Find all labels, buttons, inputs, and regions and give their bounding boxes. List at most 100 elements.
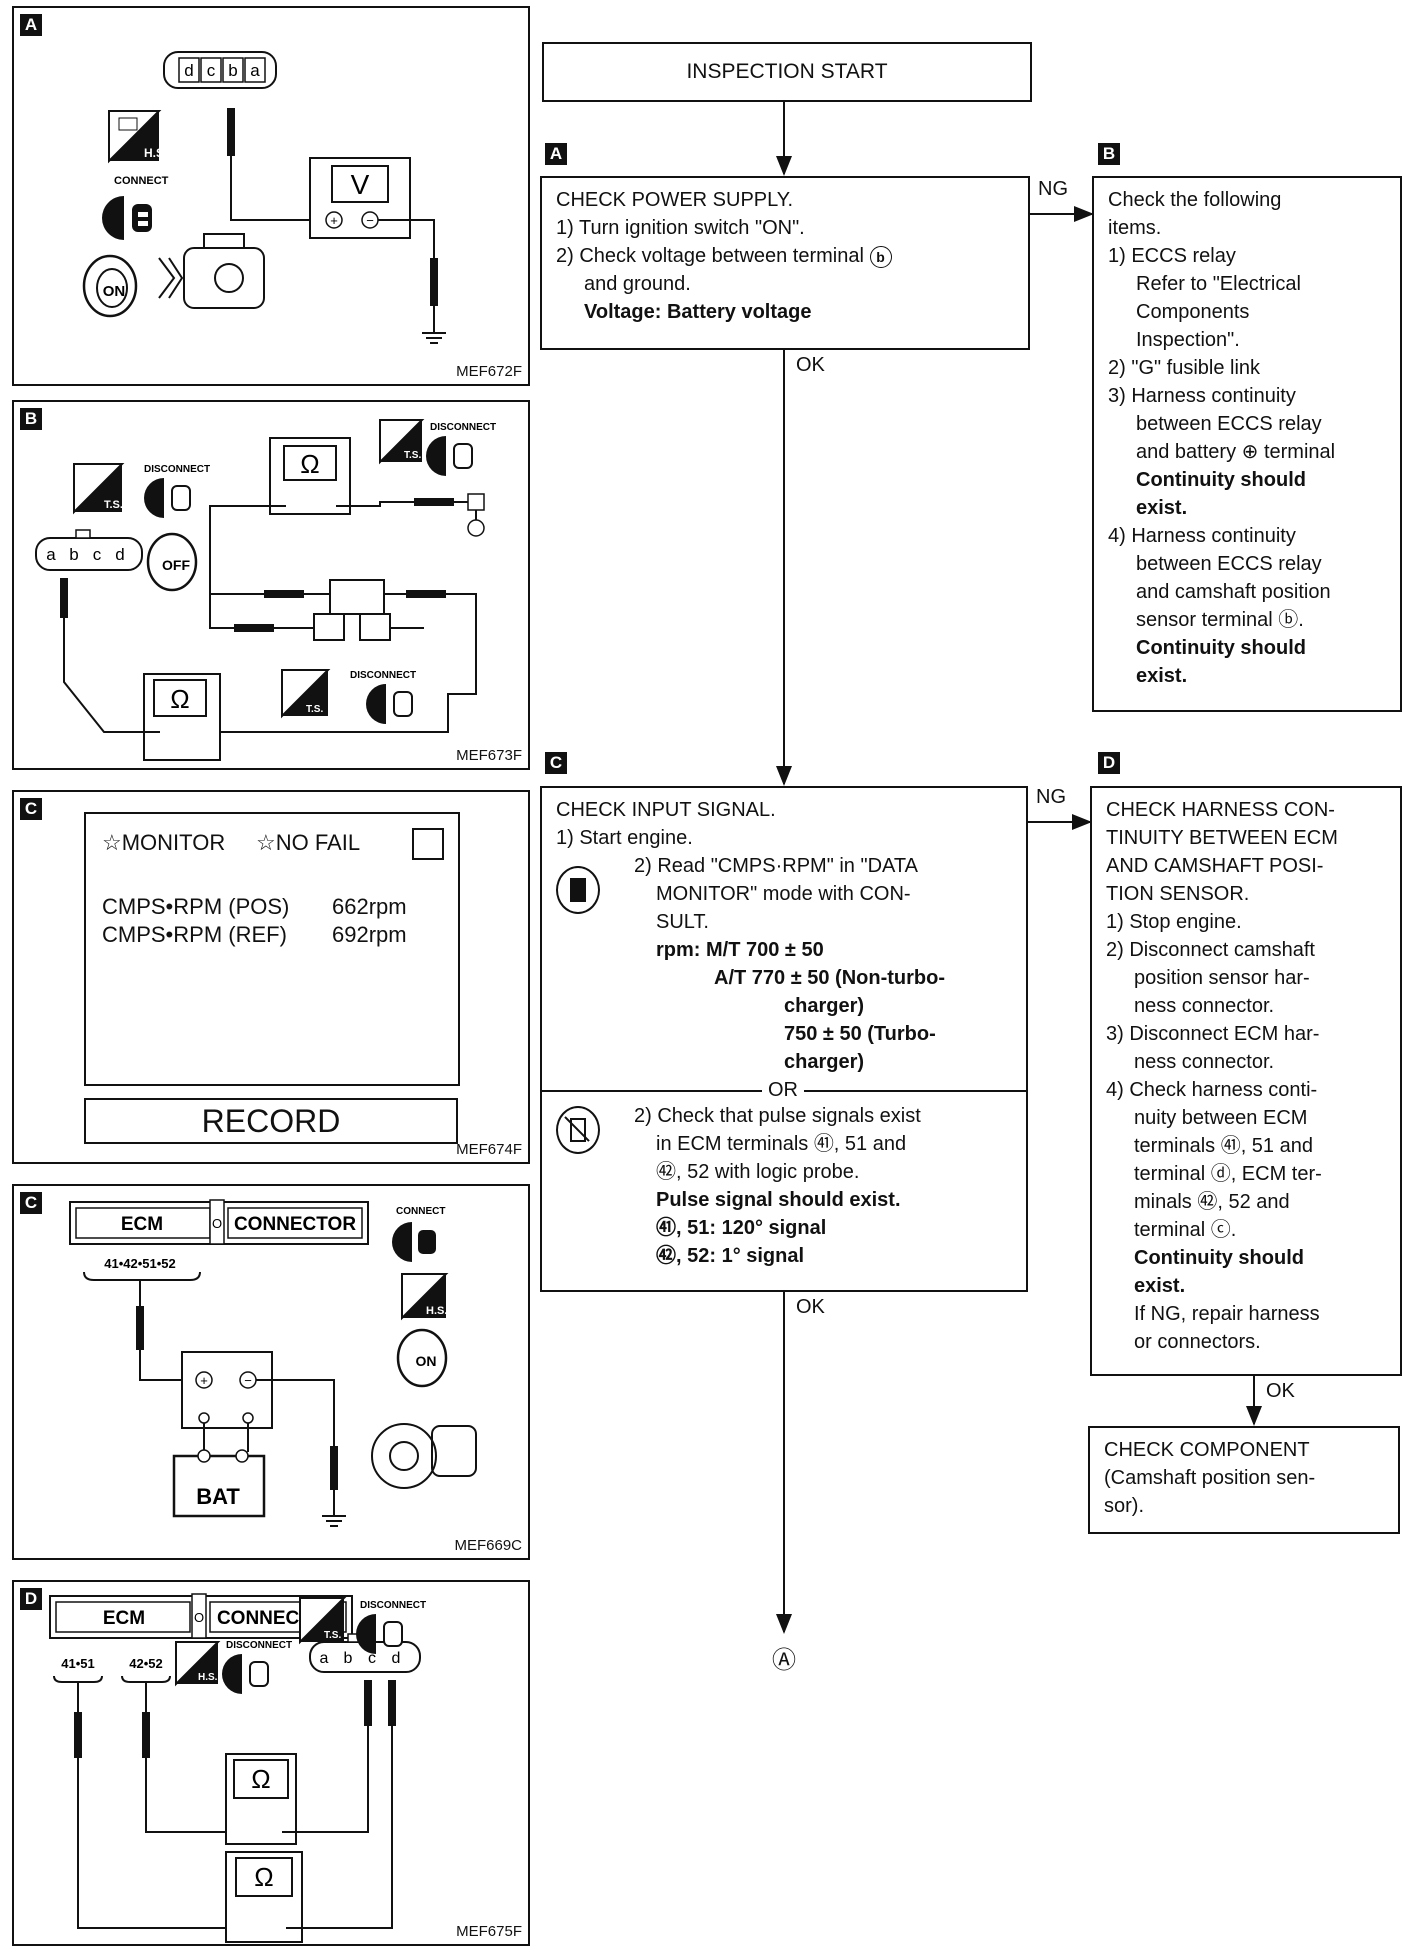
logic-probe-icon	[556, 1106, 600, 1154]
svg-text:Ω: Ω	[251, 1764, 270, 1794]
hand-tool-icon: H.S.	[108, 110, 167, 164]
continue-to-a-symbol: Ⓐ	[772, 1647, 796, 1674]
box-d-line: terminal ⓒ.	[1134, 1219, 1237, 1241]
box-d-line: nuity between ECM	[1134, 1107, 1308, 1129]
ignition-off-icon: OFF	[146, 532, 198, 592]
box-d-line: minals ㊷, 52 and	[1134, 1191, 1290, 1213]
box-c-rpm: 750 ± 50 (Turbo-	[784, 1023, 936, 1045]
svg-text:O: O	[194, 1610, 204, 1625]
svg-text:H.S.: H.S.	[198, 1672, 218, 1683]
svg-text:Ω: Ω	[254, 1862, 273, 1892]
box-d-tag: D	[1098, 752, 1120, 774]
panel-c1-tag: C	[20, 798, 42, 820]
disconnect-icon-3	[366, 684, 413, 724]
panel-c1-caption: MEF674F	[456, 1141, 522, 1158]
check-component-box: CHECK COMPONENT (Camshaft position sen- …	[1088, 1426, 1400, 1534]
box-b-line: 1) ECCS relay	[1108, 245, 1236, 267]
svg-text:Ω: Ω	[300, 449, 319, 479]
svg-text:O: O	[212, 1216, 222, 1231]
ecm-voltage-diagram: ECM O CONNECTOR 41•42•51•52 + − BAT CONN…	[69, 1199, 477, 1527]
terminal-b-symbol: b	[869, 246, 892, 268]
cmps-ref-name: CMPS•RPM (REF)	[102, 922, 287, 947]
svg-text:c: c	[368, 1650, 376, 1667]
box-d-line: TINUITY BETWEEN ECM	[1106, 827, 1338, 849]
box-b-line: and camshaft position	[1136, 581, 1331, 603]
svg-text:−: −	[366, 213, 374, 228]
panel-d-caption: MEF675F	[456, 1923, 522, 1940]
panel-b: B Ω a b c d Ω	[12, 400, 530, 770]
svg-text:DISCONNECT: DISCONNECT	[350, 670, 416, 681]
box-a-spec: Voltage: Battery voltage	[584, 301, 812, 323]
connect-text: CONNECT	[114, 175, 169, 187]
box-d-line: terminal ⓓ, ECM ter-	[1134, 1163, 1322, 1185]
box-d-spec: Continuity should	[1134, 1247, 1304, 1269]
box-c-step2: SULT.	[656, 911, 709, 933]
svg-text:OFF: OFF	[162, 557, 190, 573]
box-d-spec: exist.	[1134, 1275, 1186, 1297]
ok-label-a: OK	[796, 354, 825, 376]
box-b-tag: B	[1098, 143, 1120, 165]
panel-a-caption: MEF672F	[456, 363, 522, 380]
box-b-line: 4) Harness continuity	[1108, 525, 1296, 547]
screen-checkbox	[412, 828, 444, 860]
panel-d-tag: D	[20, 1588, 42, 1610]
test-equipment-icon: T.S.	[299, 1597, 347, 1645]
box-b-line: Refer to "Electrical	[1136, 273, 1301, 295]
box-c-alt: ㊷, 52 with logic probe.	[656, 1161, 860, 1183]
box-a-title: CHECK POWER SUPPLY.	[556, 189, 794, 211]
check-power-supply-box: CHECK POWER SUPPLY. 1) Turn ignition swi…	[540, 176, 1030, 350]
box-b-line: sensor terminal ⓑ.	[1136, 609, 1304, 631]
box-d-line: terminals ㊶, 51 and	[1134, 1135, 1313, 1157]
panel-c-ecm: C ECM O CONNECTOR 41•42•51•52 + − BAT CO…	[12, 1184, 530, 1560]
battery-label: BAT	[196, 1484, 240, 1509]
disconnect-icon	[144, 478, 191, 518]
box-b-spec: exist.	[1136, 497, 1188, 519]
box-e-line: CHECK COMPONENT	[1104, 1439, 1310, 1461]
ignition-on-icon: ON	[396, 1328, 448, 1388]
record-button[interactable]: RECORD	[84, 1098, 458, 1144]
test-equipment-icon-2: T.S.	[379, 419, 425, 465]
no-fail-label: ☆NO FAIL	[256, 830, 361, 855]
svg-text:T.S.: T.S.	[324, 1630, 341, 1641]
box-c-rpm: charger)	[784, 1051, 865, 1073]
check-input-signal-box: CHECK INPUT SIGNAL. 1) Start engine. 2) …	[540, 786, 1028, 1292]
box-c-rpm: charger)	[784, 995, 865, 1017]
box-e-line: sor).	[1104, 1495, 1144, 1517]
pin-b: b	[228, 61, 237, 80]
svg-text:ON: ON	[416, 1353, 437, 1369]
ok-label-c: OK	[796, 1296, 825, 1318]
svg-text:H.S.: H.S.	[426, 1305, 447, 1317]
panel-a-tag: A	[20, 14, 42, 36]
svg-text:c: c	[93, 545, 102, 564]
box-a-step2: 2) Check voltage between terminal	[556, 245, 864, 267]
box-b-line: between ECCS relay	[1136, 413, 1322, 435]
svg-text:DISCONNECT: DISCONNECT	[430, 422, 496, 433]
svg-text:T.S.: T.S.	[404, 450, 421, 461]
svg-text:b: b	[69, 545, 78, 564]
box-b-line: and battery ⊕ terminal	[1136, 441, 1336, 463]
box-d-line: or connectors.	[1134, 1331, 1261, 1353]
panel-c2-caption: MEF669C	[454, 1537, 522, 1554]
box-c-spec: ㊶, 51: 120° signal	[656, 1217, 827, 1239]
box-d-line: position sensor har-	[1134, 967, 1310, 989]
disconnect-icon-2	[426, 436, 473, 476]
consult-screen: ☆MONITOR ☆NO FAIL CMPS•RPM (POS) 662rpm …	[84, 812, 460, 1086]
svg-text:H.S.: H.S.	[144, 146, 167, 160]
box-c-rpm: A/T 770 ± 50 (Non-turbo-	[714, 967, 945, 989]
svg-text:DISCONNECT: DISCONNECT	[226, 1640, 292, 1651]
disconnect-icon-2	[356, 1614, 403, 1654]
ignition-on-icon: ON	[82, 254, 138, 318]
check-following-items-box: Check the following items. 1) ECCS relay…	[1092, 176, 1402, 712]
box-b-line: Inspection".	[1136, 329, 1240, 351]
box-c-tag: C	[545, 752, 567, 774]
box-b-spec: Continuity should	[1136, 469, 1306, 491]
voltmeter-label: V	[351, 169, 370, 200]
check-harness-continuity-box: CHECK HARNESS CON- TINUITY BETWEEN ECM A…	[1090, 786, 1402, 1376]
box-e-line: (Camshaft position sen-	[1104, 1467, 1316, 1489]
hand-tool-icon: H.S.	[401, 1273, 449, 1321]
engine-icon	[158, 233, 265, 309]
svg-text:42•52: 42•52	[129, 1656, 162, 1671]
harness-continuity-diagram: Ω a b c d Ω T.S. DISCONNEC	[35, 419, 496, 761]
box-c-step2: 2) Read "CMPS·RPM" in "DATA	[634, 855, 918, 877]
box-a-step1: 1) Turn ignition switch "ON".	[556, 217, 805, 239]
